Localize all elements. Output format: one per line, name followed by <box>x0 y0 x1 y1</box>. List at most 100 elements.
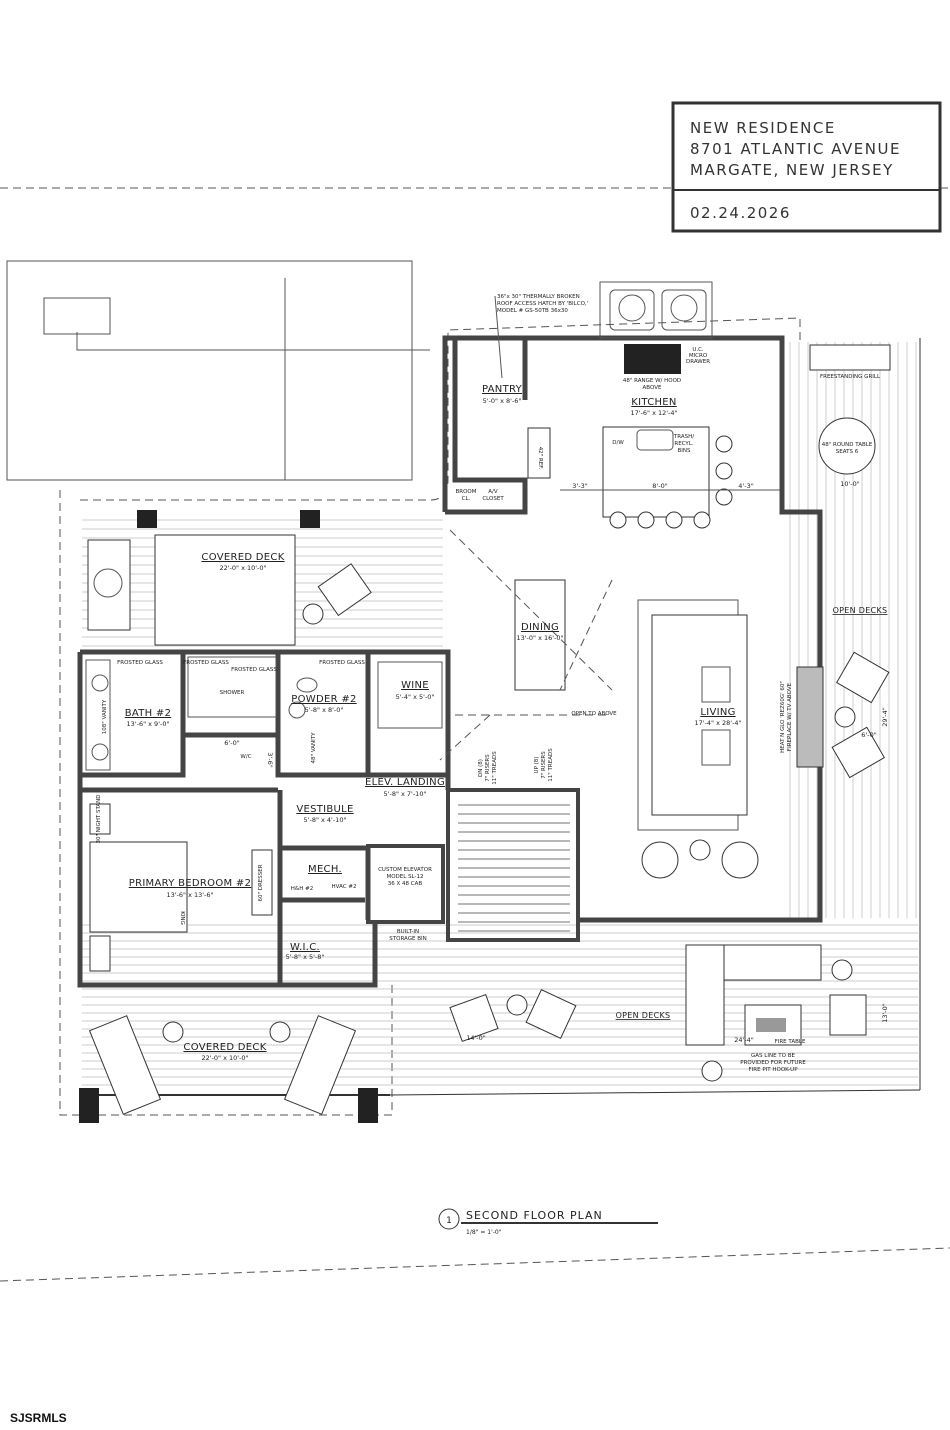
note-dresser: 60" DRESSER <box>258 864 264 901</box>
note-shower: SHOWER <box>220 690 245 696</box>
dim-deck-right: 29'-4" <box>881 707 889 727</box>
room-vestibule-dims: 5'-8" x 4'-10" <box>304 816 347 824</box>
note-king: KING <box>179 911 185 925</box>
note-elevator-1: CUSTOM ELEVATOR <box>378 867 432 873</box>
note-frosted-glass-3: FROSTED GLASS <box>231 667 277 673</box>
room-dining: DINING <box>521 622 559 633</box>
note-storage-1: BUILT-IN <box>397 929 419 935</box>
room-mech: MECH. <box>308 864 342 875</box>
drawing-title-text: SECOND FLOOR PLAN <box>466 1209 603 1222</box>
dim-wc-width: 3'-6" <box>266 752 274 767</box>
property-line-bottom <box>0 1247 950 1282</box>
dim-table: 10'-0" <box>840 480 860 488</box>
note-gas-line-2: PROVIDED FOR FUTURE <box>740 1060 806 1066</box>
dim-kitchen-right: 4'-3" <box>738 482 753 490</box>
room-bath-2-dims: 13'-6" x 9'-0" <box>127 720 170 728</box>
drawing-scale: 1/8" = 1'-0" <box>466 1229 502 1236</box>
note-range-2: ABOVE <box>643 385 662 391</box>
note-frosted-glass-1: FROSTED GLASS <box>117 660 163 666</box>
dim-shower-width: 6'-0" <box>224 739 239 747</box>
room-covered-deck-top-dims: 22'-0" x 10'-0" <box>219 564 266 572</box>
title-block: NEW RESIDENCE 8701 ATLANTIC AVENUE MARGA… <box>671 101 942 233</box>
room-kitchen-dims: 17'-6" x 12'-4" <box>630 409 677 417</box>
room-primary-bedroom: PRIMARY BEDROOM #2 <box>129 878 252 889</box>
note-grill: FREESTANDING GRILL <box>820 374 881 380</box>
drawing-title: 1 SECOND FLOOR PLAN 1/8" = 1'-0" <box>438 1208 658 1236</box>
note-stair-up-2: 7" RISERS <box>541 751 547 779</box>
note-gas-line-3: FIRE PIT HOOK-UP <box>748 1067 798 1073</box>
room-pantry: PANTRY <box>482 384 523 395</box>
room-elev-landing-dims: 5'-8" x 7'-10" <box>384 790 427 798</box>
note-vanity-108: 108" VANITY <box>102 699 108 734</box>
bedroom-furniture <box>85 656 443 972</box>
note-stair-dn-3: 11" TREADS <box>492 751 498 785</box>
room-living: LIVING <box>700 707 735 718</box>
note-stair-dn-1: DN (8) <box>478 759 484 777</box>
room-wine: WINE <box>401 680 429 691</box>
note-av-1: A/V <box>488 489 498 495</box>
room-living-dims: 17'-4" x 28'-4" <box>694 719 741 727</box>
note-storage-2: STORAGE BIN <box>389 936 426 942</box>
room-kitchen: KITCHEN <box>631 397 676 408</box>
note-range-1: 48" RANGE W/ HOOD <box>623 378 681 384</box>
note-ref: 42" REF. <box>537 447 543 470</box>
living-furniture <box>439 529 824 879</box>
note-open-to-above: OPEN TO ABOVE <box>571 711 617 717</box>
room-covered-deck-top: COVERED DECK <box>201 552 284 563</box>
note-hh: H&H #2 <box>291 886 313 892</box>
room-covered-deck-bottom: COVERED DECK <box>183 1042 266 1053</box>
dim-deck-chair: 6'-0" <box>861 731 876 739</box>
note-gas-line-1: GAS LINE TO BE <box>751 1053 795 1059</box>
note-trash-2: RECYL. <box>674 441 693 447</box>
note-roof-hatch-3: MODEL # GS-50TB 36x30 <box>497 308 568 314</box>
annotations: 36"x 30" THERMALLY BROKEN ROOF ACCESS HA… <box>96 294 881 1073</box>
note-stair-up-1: UP (8) <box>534 757 540 774</box>
room-open-decks-bottom: OPEN DECKS <box>616 1011 671 1020</box>
note-roof-hatch-2: ROOF ACCESS HATCH BY 'BILCO,' <box>497 301 588 307</box>
note-night-stand: 30" NIGHT STAND <box>96 794 102 843</box>
room-elev-landing: ELEV. LANDING <box>365 777 445 788</box>
room-covered-deck-bottom-dims: 22'-0" x 10'-0" <box>201 1054 248 1062</box>
title-line-2: 8701 ATLANTIC AVENUE <box>690 140 901 158</box>
note-roof-hatch-1: 36"x 30" THERMALLY BROKEN <box>497 294 580 300</box>
dim-deck-bottom: 13'-0" <box>881 1003 889 1023</box>
note-elevator-2: MODEL SL-12 <box>386 874 423 880</box>
room-wic-dims: 5'-8" x 5'-8" <box>286 953 325 961</box>
note-elevator-3: 36 X 48 CAB <box>388 881 423 887</box>
mls-footer: SJSRMLS <box>10 1411 67 1425</box>
note-broom-1: BROOM <box>456 489 477 495</box>
room-pantry-dims: 5'-0" x 8'-6" <box>483 397 522 405</box>
note-fireplace-1: HEAT N GLO 'REZ60G' 60" <box>780 681 786 753</box>
deck-furniture <box>79 510 890 1123</box>
dim-kitchen-left: 3'-3" <box>572 482 587 490</box>
room-wic: W.I.C. <box>290 942 320 953</box>
note-stair-dn-2: 7" RISERS <box>485 754 491 782</box>
note-micro-1: U.C. <box>692 347 704 353</box>
note-dw: D/W <box>612 440 624 446</box>
dim-chair-bottom: 14'-0" <box>466 1034 486 1042</box>
kitchen-fixtures <box>527 281 891 529</box>
note-broom-2: CL. <box>462 496 471 502</box>
room-vestibule: VESTIBULE <box>296 804 353 815</box>
note-round-table-2: SEATS 6 <box>836 449 859 455</box>
title-line-1: NEW RESIDENCE <box>690 119 836 137</box>
room-powder-2-dims: 5'-8" x 8'-0" <box>305 706 344 714</box>
room-wine-dims: 5'-4" x 5'-0" <box>396 693 435 701</box>
note-vanity-48: 48" VANITY <box>311 732 317 764</box>
room-bath-2: BATH #2 <box>125 708 172 719</box>
note-micro-3: DRAWER <box>686 359 710 365</box>
note-trash-3: BINS <box>677 448 691 454</box>
note-round-table-1: 48" ROUND TABLE <box>822 442 873 448</box>
title-date: 02.24.2026 <box>690 204 791 222</box>
note-fire-table: FIRE TABLE <box>775 1039 806 1045</box>
room-labels: PANTRY 5'-0" x 8'-6" KITCHEN 17'-6" x 12… <box>125 384 887 1062</box>
dimension-labels: 3'-3" 8'-0" 4'-3" 10'-0" 29'-4" 6'-0" 13… <box>224 480 889 1044</box>
note-stair-up-3: 11" TREADS <box>548 748 554 782</box>
note-fireplace-2: FIREPLACE W/ TV ABOVE <box>787 682 793 751</box>
room-dining-dims: 13'-0" x 16'-0" <box>516 634 563 642</box>
note-frosted-glass-2: FROSTED GLASS <box>183 660 229 666</box>
room-primary-bedroom-dims: 13'-6" x 13'-6" <box>166 891 213 899</box>
dim-fire: 24'-4" <box>734 1036 754 1044</box>
stair <box>458 804 570 932</box>
